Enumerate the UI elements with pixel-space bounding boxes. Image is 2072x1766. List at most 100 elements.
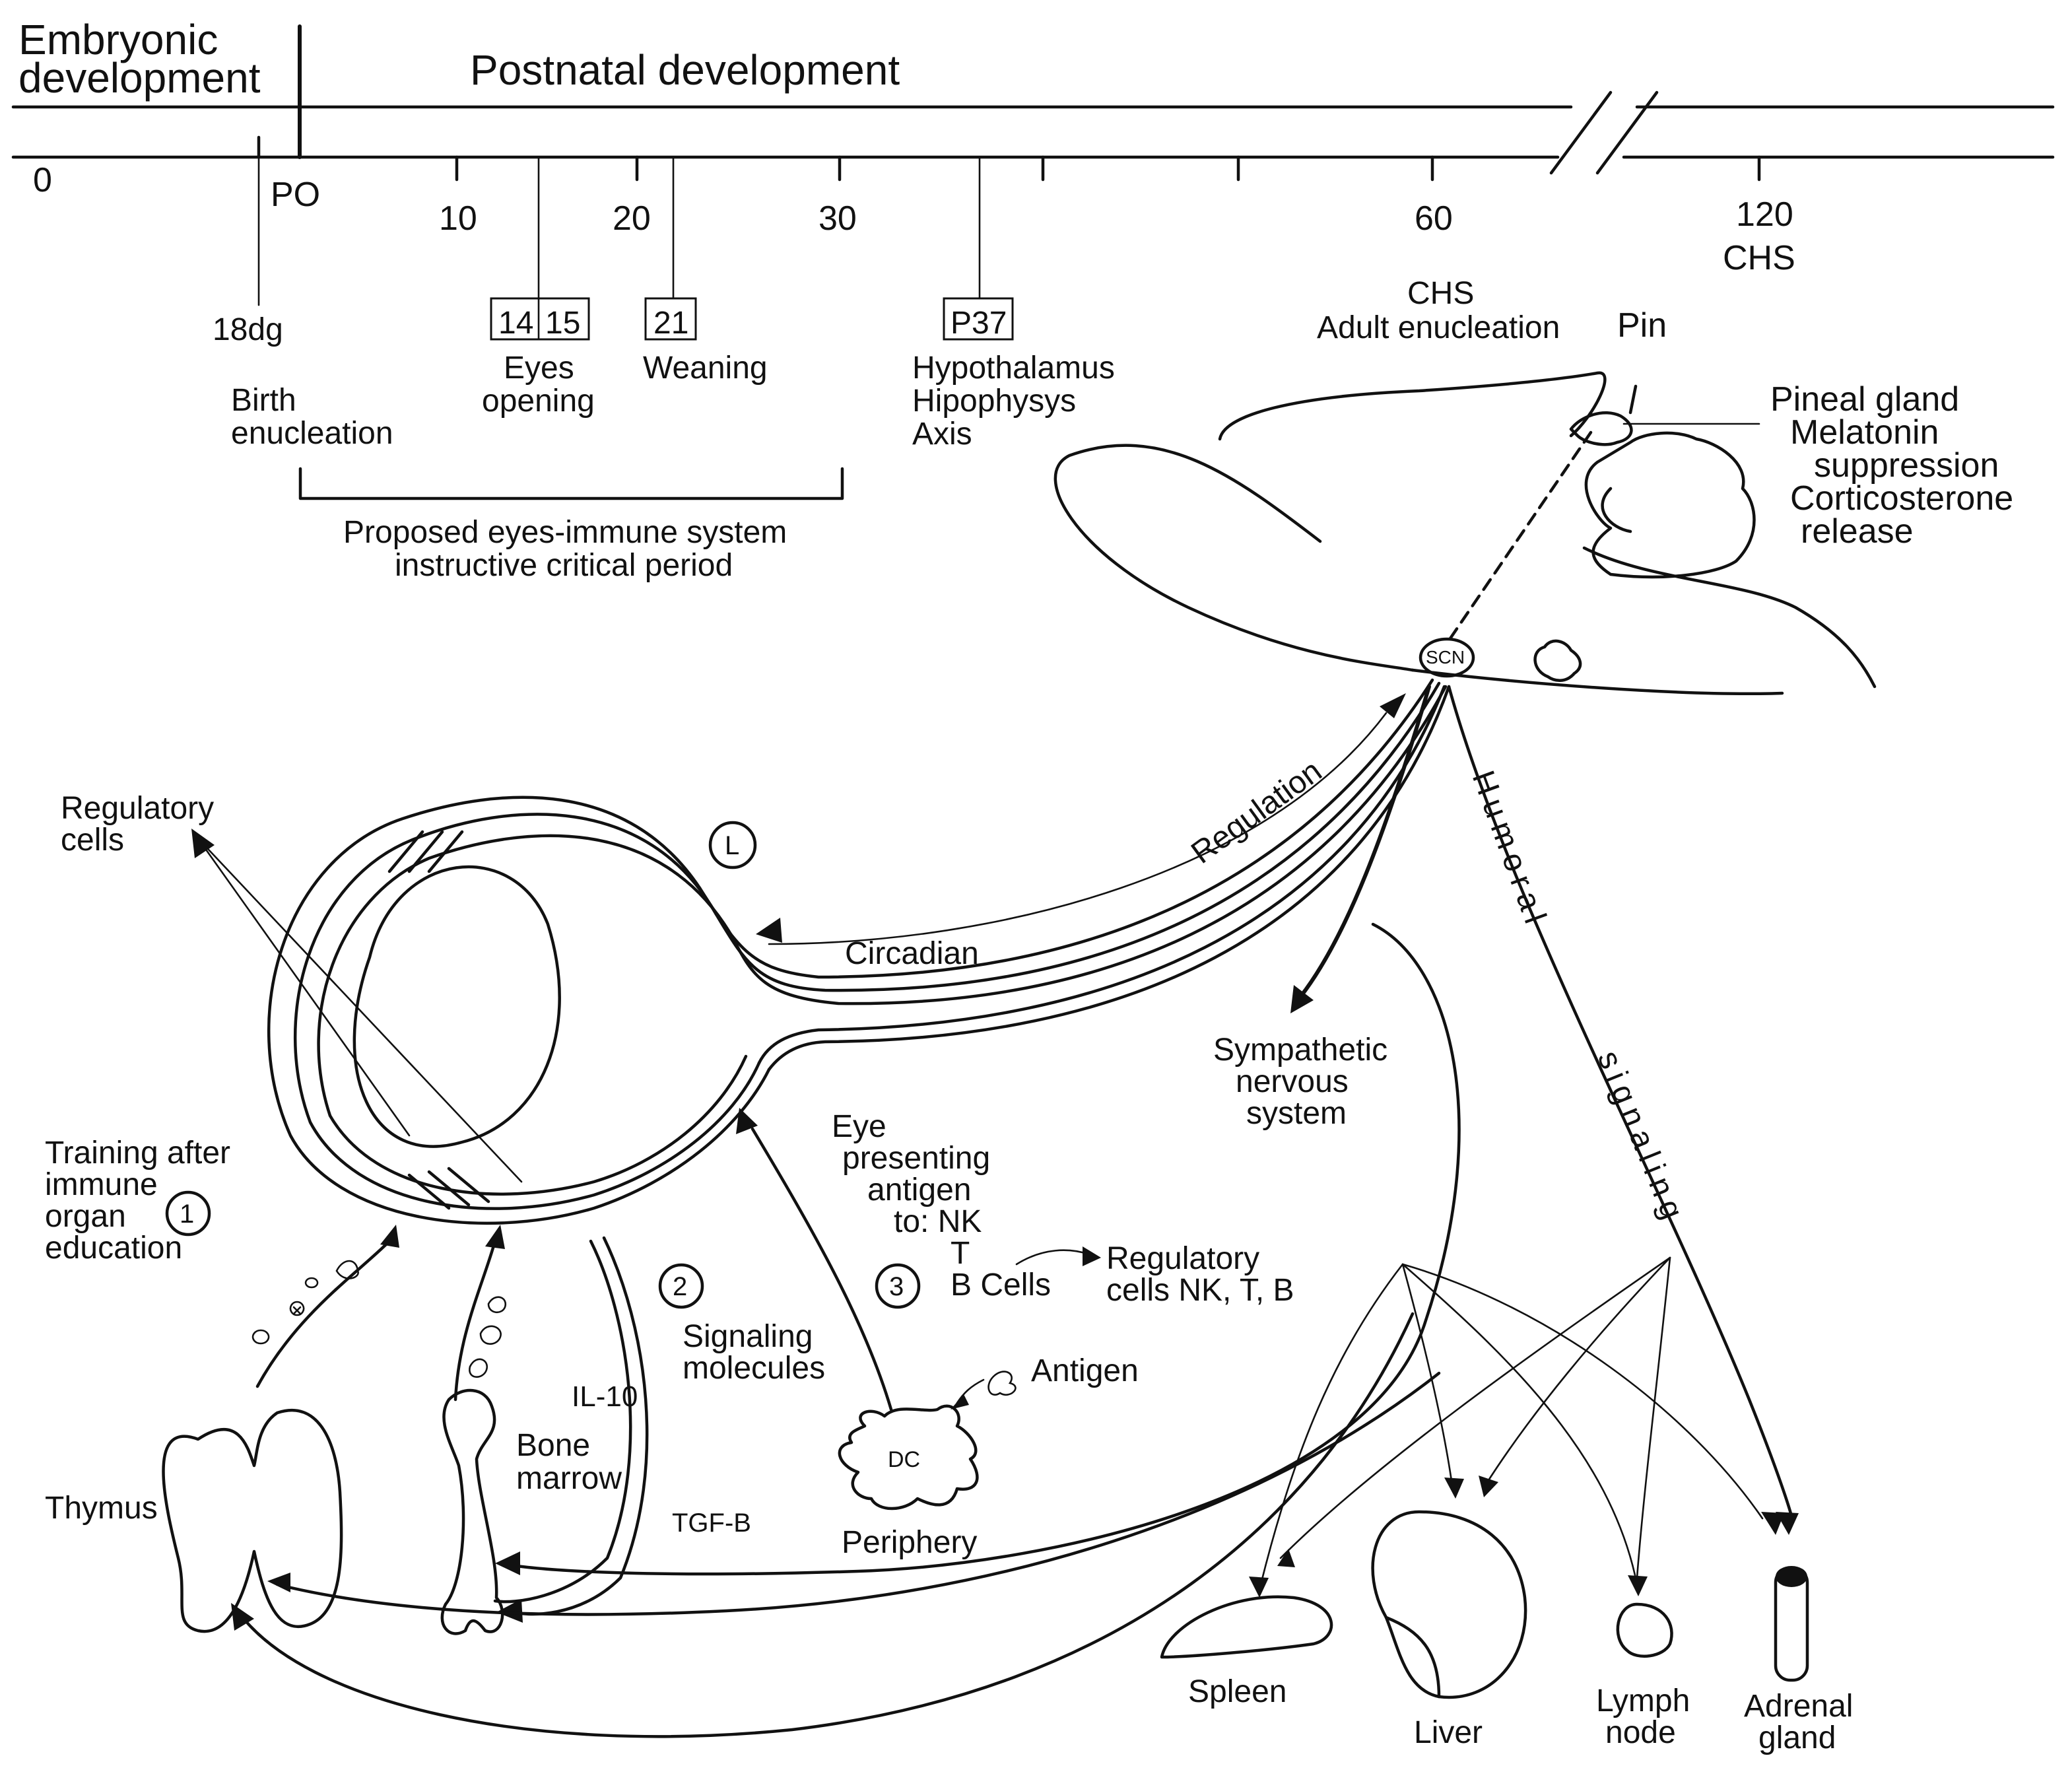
presenting-label-6: B Cells [951, 1268, 1051, 1303]
cerebellum-folia [1601, 487, 1632, 533]
dendritic-cell-shape [838, 1404, 979, 1511]
brain-schematic: SCN Pin Pineal gland Melatonin suppressi… [1053, 306, 2013, 696]
pituitary-shape [1533, 639, 1582, 682]
p37-label: P37 [951, 306, 1007, 341]
timeline-break-mark [1595, 90, 1659, 175]
cell-glyph [304, 1277, 319, 1289]
tick-label-120: 120 [1736, 195, 1793, 234]
adult-chs-label: CHS [1407, 276, 1474, 311]
circadian-arrowhead [756, 918, 782, 943]
adult-enucleation-label: Adult enucleation [1317, 310, 1560, 345]
optic-nerve-upper-mid [714, 681, 1441, 992]
reg-cells-label-2: cells NK, T, B [1106, 1273, 1294, 1308]
snf-to-lymph [1401, 1263, 1638, 1586]
sympathetic-arrowhead [1290, 985, 1314, 1013]
step-2-label: 2 [673, 1272, 687, 1301]
humoral-label: Humoral [1465, 766, 1555, 934]
step-3-label: 3 [889, 1272, 904, 1301]
tick-label-10: 10 [439, 199, 477, 238]
ciliary-marks-lower [407, 1167, 490, 1210]
label-18dg: 18dg [213, 312, 283, 347]
spleen-arrowhead [1249, 1577, 1269, 1598]
presenting-label-2: presenting [842, 1141, 990, 1176]
thymus-return-arrowhead [231, 1603, 254, 1631]
signaling-label-1: Signaling [683, 1319, 813, 1354]
regulatory-label-1: Regulatory [61, 791, 214, 826]
presenting-label-3: antigen [867, 1172, 971, 1207]
thymus-to-eye-arrow [255, 1239, 391, 1388]
dc-label: DC [888, 1447, 920, 1472]
presenting-label-5: T [951, 1236, 970, 1271]
cortex-outline [1218, 371, 1607, 441]
regulatory-output-arrowhead [1083, 1246, 1101, 1266]
ciliary-marks-upper [387, 830, 464, 873]
regulatory-cells-arrowhead [191, 829, 215, 858]
scn-label: SCN [1426, 647, 1465, 667]
liver-arrowhead-2 [1479, 1476, 1498, 1497]
antigen-arrowhead [951, 1394, 969, 1409]
cell-glyph [469, 1358, 488, 1378]
thymus-eye-arrowhead [380, 1225, 399, 1248]
step-1-label: 1 [180, 1200, 194, 1229]
adrenal-gland-cap [1776, 1566, 1807, 1587]
liver-arrowhead [1444, 1477, 1464, 1499]
postnatal-label: Postnatal development [470, 46, 900, 94]
tick-label-po: PO [271, 176, 320, 214]
suppression-label: suppression [1814, 446, 1999, 485]
training-label-3: organ [45, 1199, 126, 1234]
brain-hemisphere-outline [1053, 444, 1415, 672]
sympathetic-label-2: nervous [1236, 1064, 1349, 1099]
hha-label-2: Hipophysys [912, 384, 1076, 419]
tick-label-0: 0 [33, 161, 52, 199]
training-label-2: immune [45, 1167, 158, 1202]
signaling-label: signaling [1591, 1046, 1692, 1230]
embryonic-label-2: development [18, 54, 261, 102]
snf-to-liver [1401, 1263, 1454, 1487]
sympathetic-arrow [1298, 685, 1431, 999]
spleen-label: Spleen [1188, 1674, 1287, 1709]
presenting-label-1: Eye [832, 1109, 886, 1144]
lymph-label-1: Lymph [1596, 1683, 1690, 1718]
optic-nerve-lower-outer [767, 685, 1451, 1071]
day-21: 21 [653, 306, 688, 341]
cell-glyph [487, 1296, 507, 1313]
sympathetic-to-marrow-curve [506, 922, 1461, 1576]
sympathetic-to-thymus-inner [275, 1371, 1441, 1616]
tick-label-30: 30 [819, 199, 857, 238]
humoral-to-liver [1484, 1256, 1671, 1487]
snf-to-adrenal [1401, 1263, 1764, 1520]
circle-l-badge [708, 821, 757, 869]
cell-glyph [289, 1301, 305, 1316]
optic-nerve-lower-inner [757, 685, 1446, 1065]
birth-label-1: Birth [231, 383, 296, 418]
brainstem-outline [1582, 546, 1877, 689]
humoral-arrowhead-2 [1761, 1512, 1784, 1535]
spleen-shape [1160, 1595, 1333, 1659]
il10-signal-curve [506, 1236, 649, 1616]
pin-leader [1628, 384, 1638, 415]
dc-to-eye-arrow [751, 1127, 893, 1411]
pin-label: Pin [1617, 306, 1667, 345]
timeline: Embryonic development Postnatal developm… [11, 16, 2055, 583]
hha-label-1: Hypothalamus [912, 351, 1115, 386]
thymus-label: Thymus [45, 1491, 158, 1526]
cell-glyph [251, 1329, 270, 1345]
lymph-label-2: node [1605, 1715, 1676, 1750]
training-label-4: education [45, 1231, 182, 1266]
sympathetic-to-thymus-curve [236, 1312, 1415, 1738]
regulatory-label-2: cells [61, 823, 124, 858]
humoral-to-lymph [1636, 1256, 1671, 1579]
bone-marrow-shape [440, 1388, 504, 1635]
marrow-to-eye-arrow [453, 1239, 497, 1402]
weaning-label: Weaning [643, 351, 768, 386]
eye-schematic: L Regulation Circadian Regulatory cells [61, 678, 1451, 1225]
snf-to-spleen [1259, 1263, 1404, 1586]
regulatory-cells-arrows [197, 837, 523, 1183]
periphery-label: Periphery [842, 1525, 977, 1560]
timeline-break-mark [1549, 90, 1613, 175]
birth-label-2: enucleation [231, 416, 393, 451]
hha-label-3: Axis [912, 417, 972, 452]
marrow-eye-arrowhead [485, 1225, 505, 1249]
